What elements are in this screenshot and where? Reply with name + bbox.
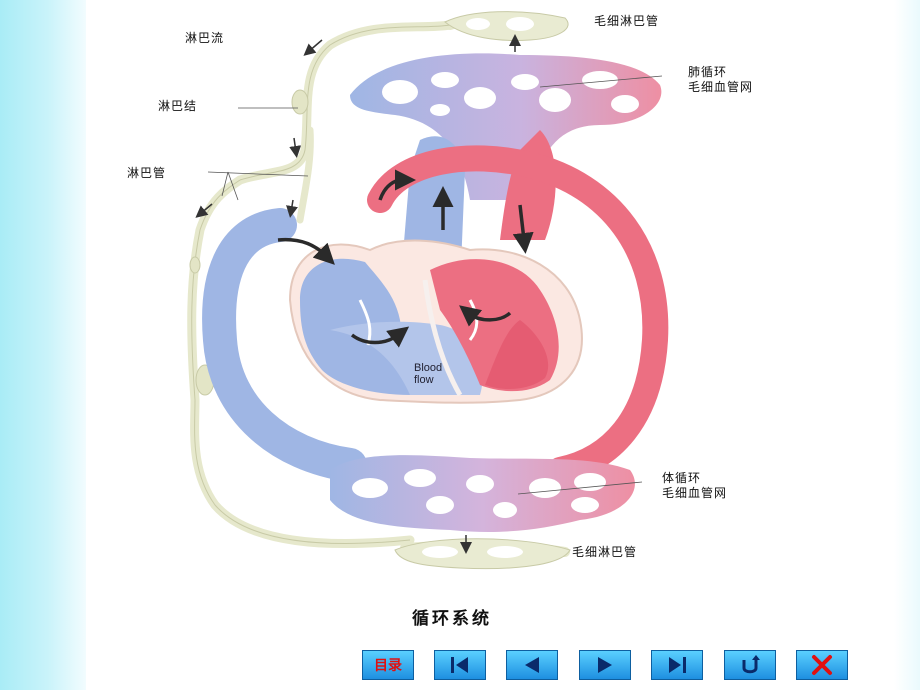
leader-lines bbox=[207, 75, 663, 495]
page-title: 循环系统 bbox=[412, 609, 492, 629]
left-ventricle bbox=[485, 320, 549, 390]
label-lymph-capillary-top: 毛细淋巴管 bbox=[594, 14, 660, 28]
label-lymph-vessel: 淋巴管 bbox=[127, 166, 167, 180]
vena-cava-loop bbox=[202, 208, 367, 482]
lymph-node-small bbox=[189, 256, 201, 274]
right-decor-band bbox=[894, 0, 920, 690]
label-pulmonary-line2: 毛细血管网 bbox=[688, 80, 754, 94]
blood-flow-arrows bbox=[277, 169, 534, 348]
label-lymph-node: 淋巴结 bbox=[158, 99, 198, 113]
lymph-node bbox=[291, 89, 309, 115]
label-systemic-line2: 毛细血管网 bbox=[662, 486, 728, 500]
lymph-outline bbox=[191, 24, 451, 545]
last-icon bbox=[669, 657, 686, 673]
first-icon bbox=[451, 657, 468, 673]
label-pulmonary-line1: 肺循环 bbox=[688, 65, 728, 79]
menu-button[interactable]: 目录 bbox=[362, 650, 414, 680]
next-button[interactable] bbox=[579, 650, 631, 680]
lymph-flow-arrows bbox=[195, 34, 521, 554]
prev-icon bbox=[525, 657, 539, 673]
next-icon bbox=[598, 657, 612, 673]
top-lymph-capillary bbox=[444, 11, 569, 41]
label-pulmonary: 肺循环 毛细血管网 bbox=[688, 65, 753, 95]
first-button[interactable] bbox=[434, 650, 486, 680]
menu-button-label: 目录 bbox=[374, 658, 402, 674]
label-lymph-capillary-bottom: 毛细淋巴管 bbox=[572, 545, 638, 559]
label-blood-flow: Blood flow bbox=[414, 362, 442, 386]
systemic-circuit bbox=[330, 455, 635, 532]
label-blood-flow-line1: Blood bbox=[414, 362, 443, 374]
close-button[interactable] bbox=[796, 650, 848, 680]
left-decor-band bbox=[0, 0, 86, 690]
label-systemic: 体循环 毛细血管网 bbox=[662, 471, 727, 501]
return-button[interactable] bbox=[724, 650, 776, 680]
label-blood-flow-line2: flow bbox=[414, 374, 434, 386]
prev-button[interactable] bbox=[506, 650, 558, 680]
last-button[interactable] bbox=[651, 650, 703, 680]
label-systemic-line1: 体循环 bbox=[662, 471, 702, 485]
return-icon bbox=[742, 655, 760, 674]
close-icon bbox=[812, 655, 832, 675]
aorta-arch bbox=[367, 145, 669, 483]
label-lymph-flow: 淋巴流 bbox=[185, 31, 225, 45]
bottom-lymph-capillary bbox=[394, 538, 571, 570]
